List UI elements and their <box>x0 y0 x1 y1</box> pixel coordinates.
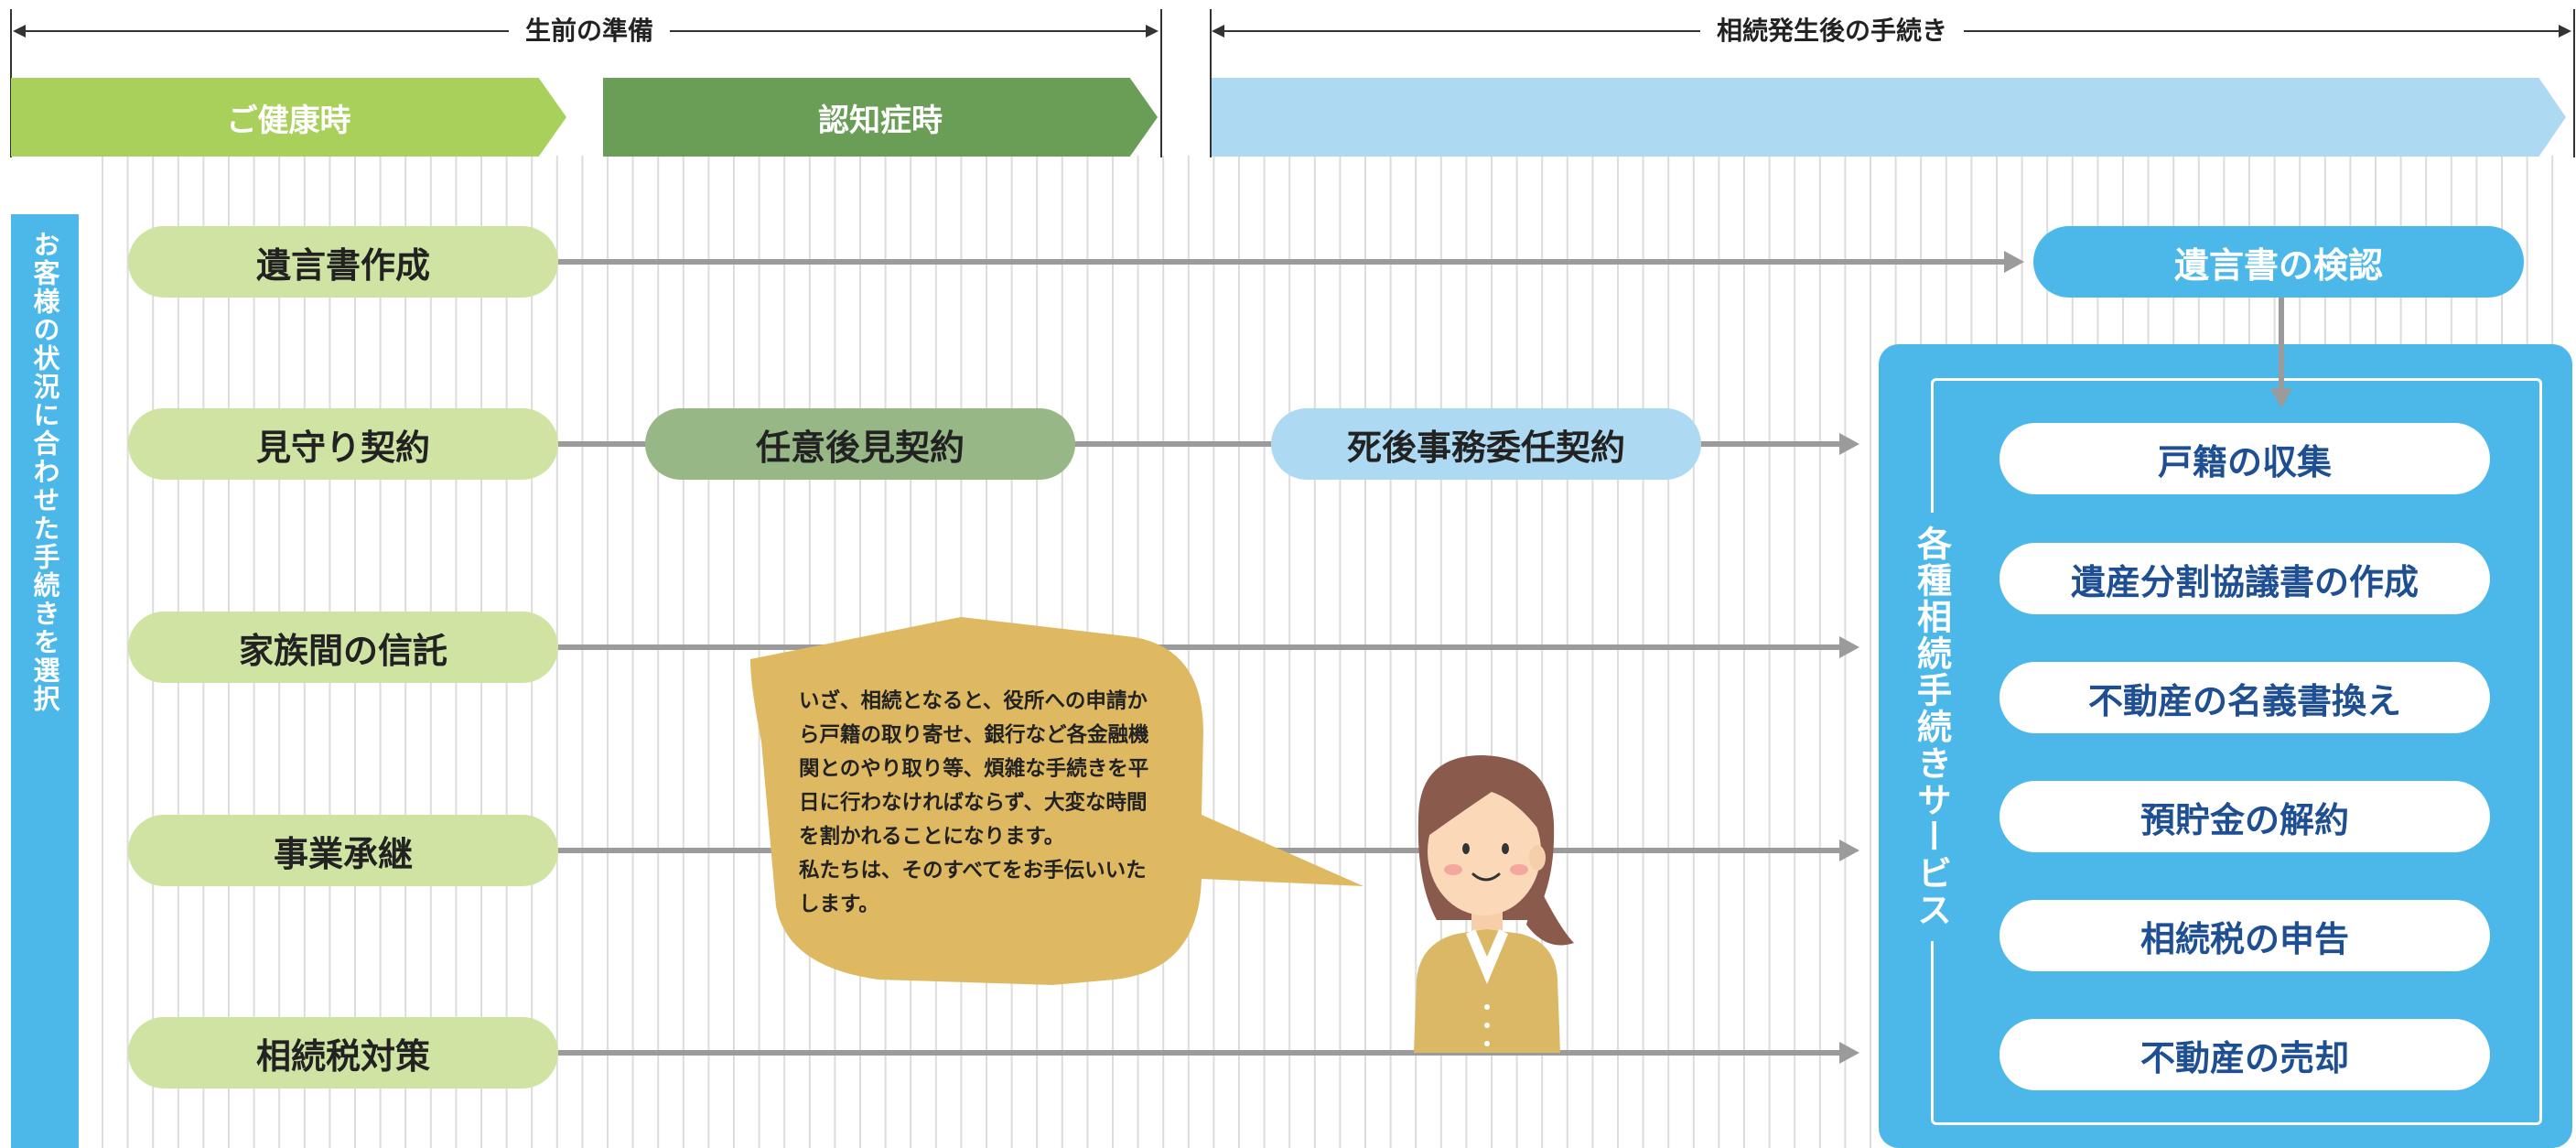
pre-death-label: 生前の準備 <box>509 16 671 46</box>
option-voluntary-guardianship-label: 任意後見契約 <box>755 427 965 468</box>
option-business-succession[interactable]: 事業承継 <box>128 815 558 886</box>
situation-select-bar: お客様の状況に合わせた手続きを選択 <box>11 214 79 1148</box>
speech-bubble <box>750 617 1363 985</box>
option-will-creation-label: 遺言書作成 <box>255 244 430 286</box>
service-item-label: 不動産の名義書換え <box>2087 680 2401 721</box>
connector-trust <box>558 644 1845 650</box>
arrow-right-icon <box>1839 1042 1859 1064</box>
option-inheritance-tax[interactable]: 相続税対策 <box>128 1017 558 1088</box>
option-family-trust-label: 家族間の信託 <box>238 630 447 671</box>
bracket-arrow-right-icon <box>1146 25 1159 38</box>
service-item-label: 相続税の申告 <box>2139 918 2349 959</box>
option-family-trust[interactable]: 家族間の信託 <box>128 612 558 683</box>
speech-bubble-paragraph: 私たちは、そのすべてをお手伝いいたします。 <box>799 859 1147 916</box>
post-death-label: 相続発生後の手続き <box>1700 16 1965 46</box>
service-item[interactable]: 預貯金の解約 <box>1999 781 2490 852</box>
service-item[interactable]: 不動産の名義書換え <box>1999 662 2490 733</box>
connector-tax <box>558 1050 1845 1056</box>
will-probate-label: 遺言書の検認 <box>2173 244 2383 286</box>
speech-bubble-text: いざ、相続となると、役所への申請から戸籍の取り寄せ、銀行など各金融機関とのやり取… <box>799 685 1165 922</box>
connector-watch <box>558 441 1845 447</box>
service-item[interactable]: 遺産分割協議書の作成 <box>1999 543 2490 614</box>
service-item-label: 遺産分割協議書の作成 <box>2070 561 2419 602</box>
arrow-right-icon <box>1839 636 1859 658</box>
bracket-arrow-right-icon <box>2559 25 2571 38</box>
connector-will <box>558 259 2010 265</box>
arrow-right-icon <box>2004 251 2024 273</box>
speech-bubble-paragraph: いざ、相続となると、役所への申請から戸籍の取り寄せ、銀行など各金融機関とのやり取… <box>799 689 1149 849</box>
service-item-label: 預貯金の解約 <box>2139 799 2349 840</box>
option-watch-contract-label: 見守り契約 <box>255 427 430 468</box>
bracket-tick-right <box>1160 9 1162 157</box>
phase-healthy-label: ご健康時 <box>226 102 351 139</box>
bracket-tick-left <box>1210 9 1212 157</box>
staff-woman-illustration <box>1414 755 1574 1053</box>
services-title: 各種相続手続きサービス <box>1906 513 1957 941</box>
bracket-arrow-left-icon <box>1212 25 1224 38</box>
arrow-right-icon <box>1839 433 1859 455</box>
arrow-down-icon <box>2270 388 2292 408</box>
bracket-arrow-left-icon <box>13 25 26 38</box>
option-business-succession-label: 事業承継 <box>273 833 413 874</box>
phase-post-death <box>1212 78 2566 157</box>
option-posthumous-affairs[interactable]: 死後事務委任契約 <box>1271 408 1701 480</box>
bracket-tick-right <box>2573 9 2575 157</box>
option-watch-contract[interactable]: 見守り契約 <box>128 408 558 480</box>
will-probate[interactable]: 遺言書の検認 <box>2033 226 2524 298</box>
phase-dementia: 認知症時 <box>603 78 1158 157</box>
option-will-creation[interactable]: 遺言書作成 <box>128 226 558 298</box>
arrow-right-icon <box>1839 839 1859 861</box>
situation-select-label: お客様の状況に合わせた手続きを選択 <box>29 231 60 713</box>
option-voluntary-guardianship[interactable]: 任意後見契約 <box>645 408 1075 480</box>
phase-dementia-label: 認知症時 <box>818 102 943 139</box>
service-item[interactable]: 不動産の売却 <box>1999 1019 2490 1090</box>
probate-connector <box>2279 298 2284 389</box>
service-item[interactable]: 戸籍の収集 <box>1999 423 2490 494</box>
phase-healthy: ご健康時 <box>11 78 566 157</box>
service-item[interactable]: 相続税の申告 <box>1999 900 2490 971</box>
option-inheritance-tax-label: 相続税対策 <box>255 1035 430 1077</box>
service-item-label: 戸籍の収集 <box>2157 441 2332 482</box>
option-posthumous-affairs-label: 死後事務委任契約 <box>1346 427 1625 468</box>
service-item-label: 不動産の売却 <box>2139 1037 2349 1078</box>
